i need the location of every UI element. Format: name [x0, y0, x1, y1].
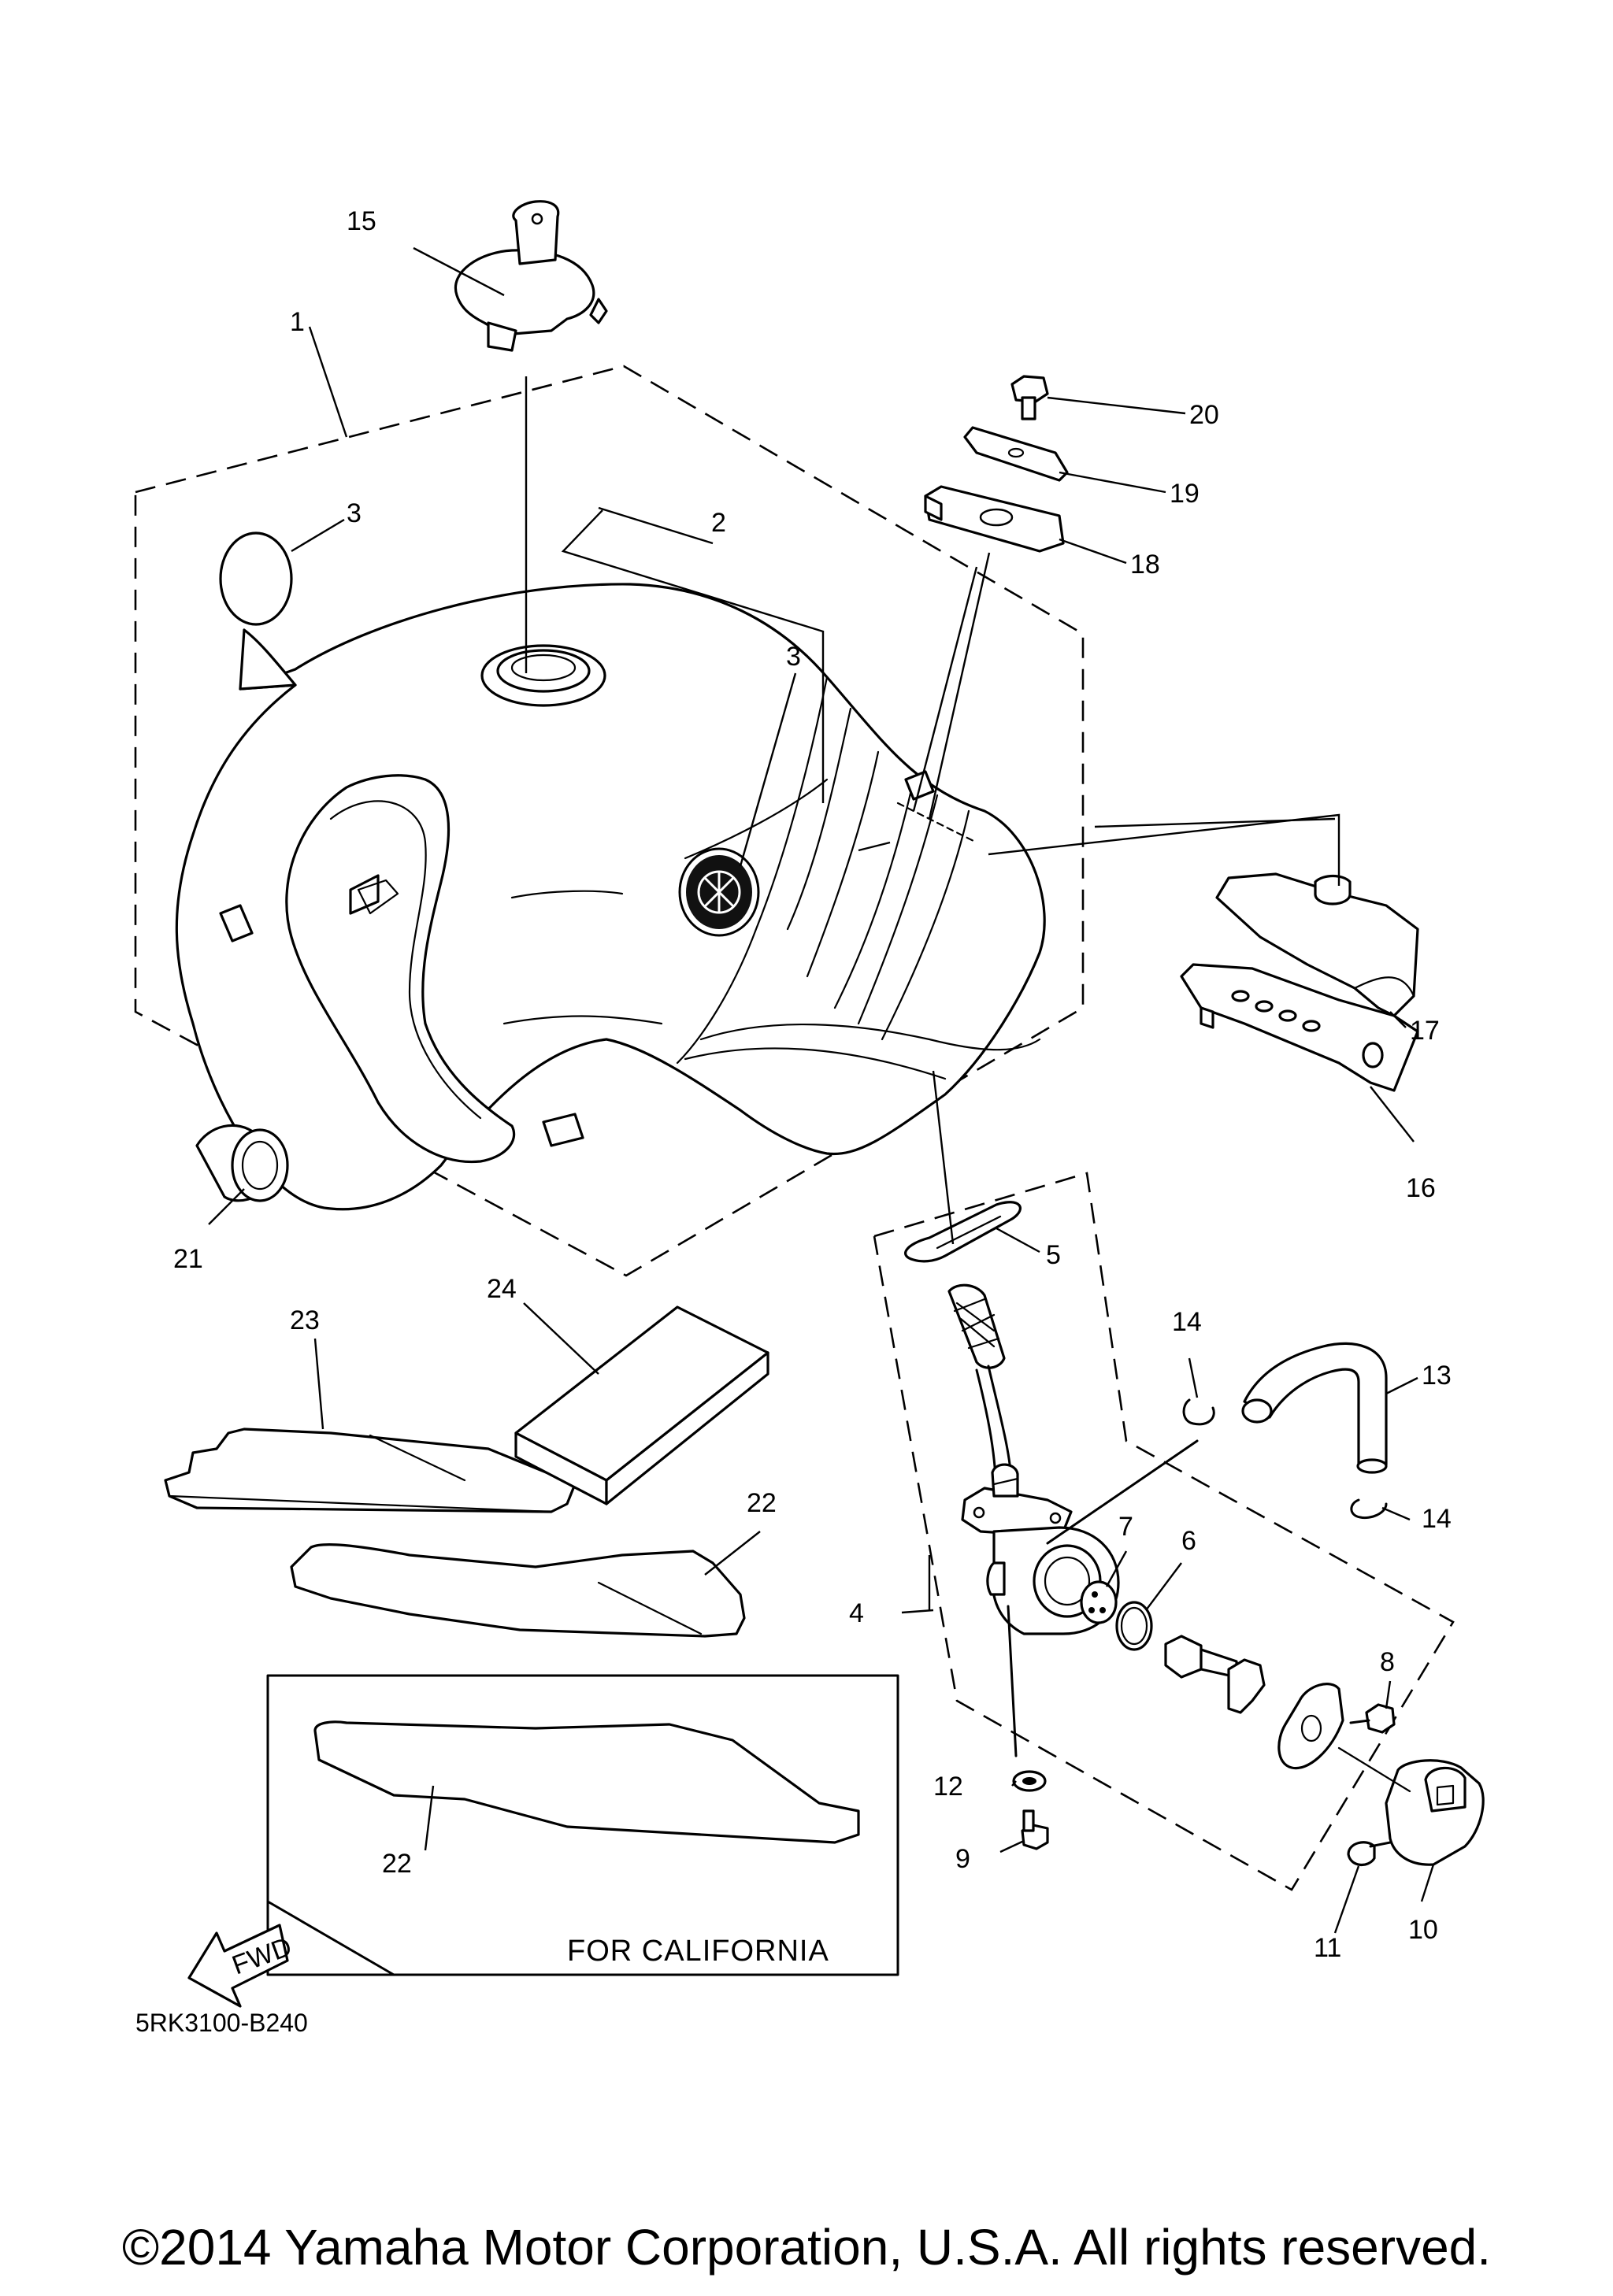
fuel-tank [175, 583, 1046, 1211]
callout-12: 12 [933, 1772, 963, 1802]
cover-17 [1215, 872, 1419, 1017]
fuel-cap [454, 200, 608, 352]
callout-20: 20 [1189, 400, 1219, 430]
screw-9 [1021, 1809, 1049, 1850]
tank-assembly-outline [134, 365, 1085, 1277]
cover-16 [1180, 963, 1419, 1092]
copyright-notice: ©2014 Yamaha Motor Corporation, U.S.A. A… [121, 2219, 1492, 2276]
screw-8 [1349, 1703, 1396, 1734]
damper-22-california [313, 1720, 860, 1844]
clip-14-top [1182, 1398, 1215, 1426]
callout-5: 5 [1046, 1240, 1061, 1270]
damper-23 [164, 1428, 577, 1513]
seal-5 [904, 1201, 1022, 1263]
california-box [266, 1674, 899, 1976]
callout-16: 16 [1406, 1173, 1436, 1203]
callout-2: 2 [711, 508, 726, 538]
callout-23: 23 [290, 1305, 320, 1335]
screw-11 [1347, 1841, 1392, 1866]
callout-14-bottom: 14 [1422, 1504, 1452, 1534]
california-label: FOR CALIFORNIA [567, 1935, 829, 1968]
callout-8: 8 [1380, 1647, 1395, 1677]
diagram-code: 5RK3100-B240 [135, 2009, 308, 2037]
yamaha-emblem [678, 847, 760, 937]
fwd-arrow: FWD [187, 1924, 295, 2008]
grommet-21 [195, 1124, 289, 1202]
callout-14-top: 14 [1172, 1307, 1202, 1337]
callout-18: 18 [1130, 550, 1160, 580]
callout-15: 15 [347, 206, 376, 236]
emblem-3-part [219, 531, 293, 626]
callout-1: 1 [290, 307, 305, 337]
fuel-cock [947, 1283, 1199, 1757]
callout-21: 21 [173, 1244, 203, 1274]
callout-6: 6 [1181, 1526, 1196, 1556]
callout-10: 10 [1408, 1915, 1438, 1945]
callout-17: 17 [1410, 1016, 1440, 1046]
callout-3-emblem: 3 [786, 642, 801, 672]
lever-10 [1337, 1746, 1485, 1866]
callout-11: 11 [1314, 1933, 1341, 1963]
damper-18 [924, 485, 1065, 553]
damper-22 [290, 1542, 746, 1638]
callout-22: 22 [747, 1488, 777, 1518]
damper-24 [514, 1305, 769, 1505]
callout-4: 4 [849, 1598, 864, 1628]
bolt-20 [1010, 375, 1049, 420]
washer-12 [1012, 1770, 1047, 1792]
callout-24: 24 [487, 1274, 517, 1304]
lever-plate [1277, 1683, 1344, 1770]
callout-7: 7 [1118, 1512, 1133, 1542]
callout-3-top: 3 [347, 498, 362, 528]
callout-9: 9 [955, 1844, 970, 1874]
callout-22-california: 22 [382, 1849, 412, 1879]
gasket-7 [1080, 1580, 1118, 1624]
lever-shaft [1164, 1635, 1266, 1714]
cock-assembly-outline [873, 1172, 1455, 1891]
hose-13 [1241, 1342, 1388, 1474]
clip-14-bottom [1350, 1498, 1388, 1520]
callout-19: 19 [1170, 479, 1200, 509]
callout-13: 13 [1422, 1361, 1452, 1391]
